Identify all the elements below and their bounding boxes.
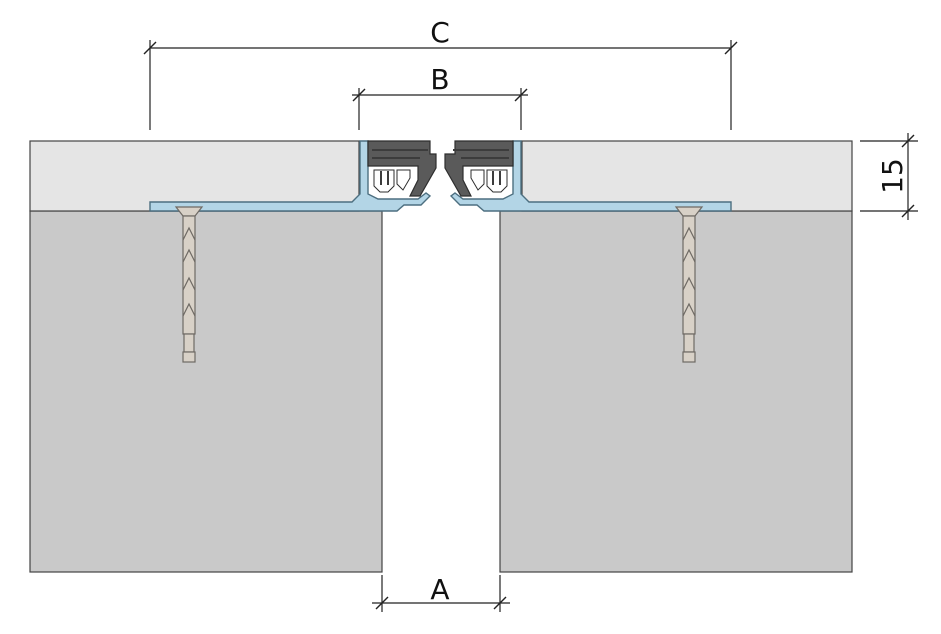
dimension-a-label: A [430,573,449,606]
anchor-left [174,206,204,363]
insert-hooks [373,169,508,193]
floor-finish-right [521,140,853,212]
dimension-c-label: C [430,16,450,49]
rubber-insert-left [367,140,437,197]
dimension-thickness: 15 [860,133,918,220]
dimension-b-label: B [430,63,449,96]
profile-base-left [149,140,432,212]
dimension-c: C [143,16,738,130]
insert-grip-lines [372,149,509,185]
dimension-a: A [372,573,510,612]
dimension-thickness-label: 15 [876,158,909,194]
dimension-b: B [352,63,528,130]
substrate-right [499,210,853,573]
anchor-right [674,206,704,363]
profile-base-right [449,140,732,212]
substrate-left [29,210,383,573]
floor-finish-left [29,140,360,212]
